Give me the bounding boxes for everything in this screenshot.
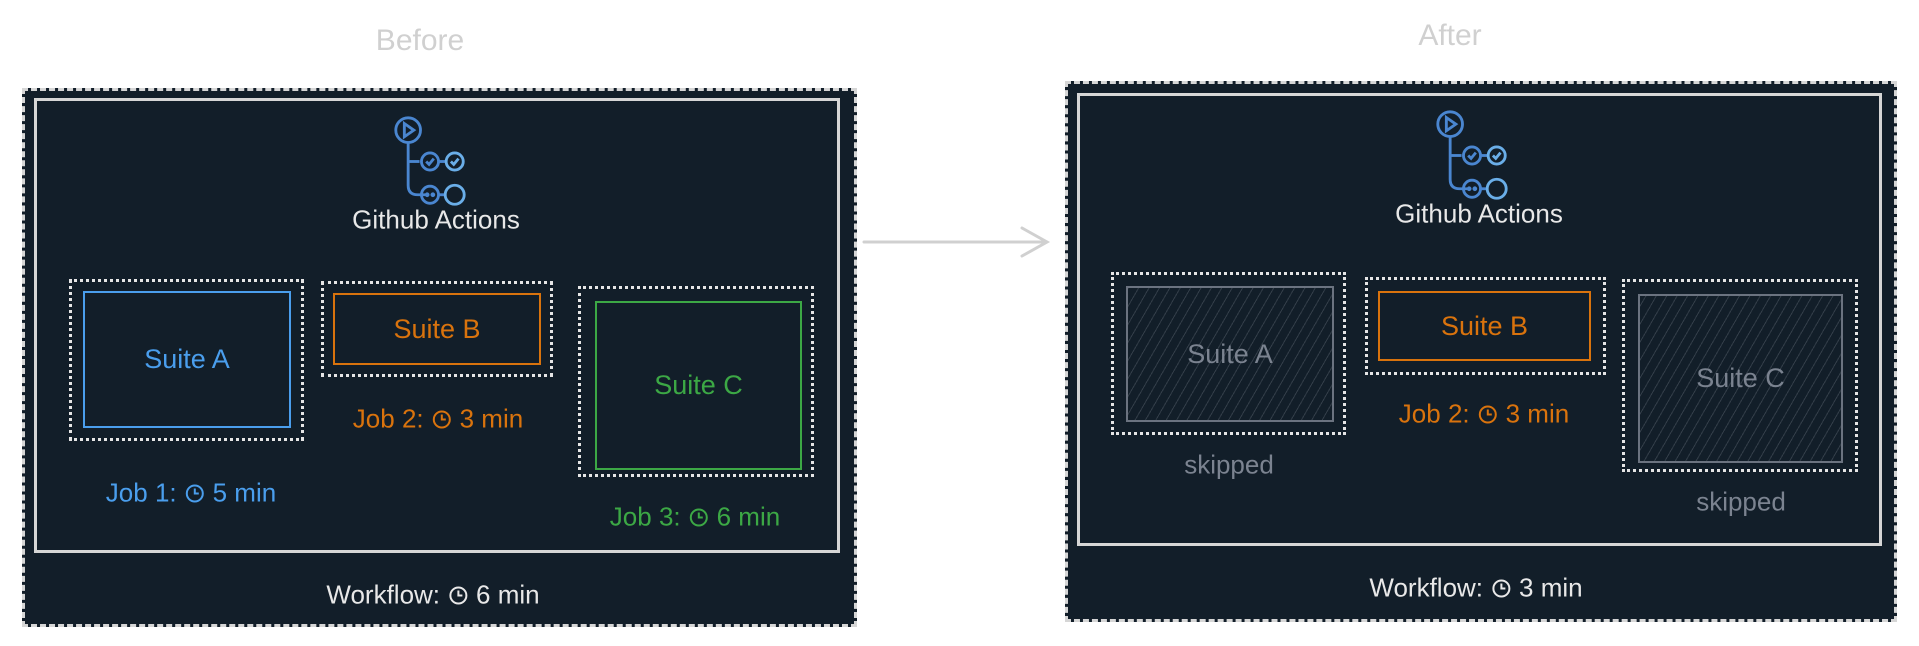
suite-b-box: Suite B: [333, 293, 541, 365]
workflow-duration: 6 min: [476, 579, 540, 610]
before-actions-container: [34, 98, 840, 553]
suite-c-group: [578, 286, 814, 477]
clock-icon: [1491, 578, 1511, 598]
clock-icon: [185, 483, 205, 503]
suite-a-status: skipped: [1184, 449, 1274, 480]
suite-c-box-skipped: Suite C: [1638, 294, 1843, 463]
workflow-name: Workflow:: [1369, 572, 1484, 603]
job-3-name: Job 3:: [609, 501, 681, 532]
job-2-duration: 3 min: [459, 403, 524, 434]
arrow-icon: [862, 226, 1051, 258]
job-1-duration: 5 min: [212, 477, 277, 508]
suite-a-group: [69, 279, 304, 441]
job-2-label: Job 2: 3 min: [1399, 399, 1569, 430]
after-panel: [1065, 81, 1897, 622]
after-header: Github Actions: [1395, 198, 1563, 229]
clock-icon: [432, 409, 452, 429]
suite-b-box: Suite B: [1378, 291, 1591, 361]
before-header: Github Actions: [352, 204, 520, 235]
after-title: After: [1418, 19, 1482, 52]
suite-c-status: skipped: [1696, 486, 1786, 517]
suite-a-label: Suite A: [144, 344, 230, 374]
suite-c-label: Suite C: [654, 370, 743, 400]
clock-icon: [448, 585, 468, 605]
before-panel: [22, 88, 857, 627]
workflow-name: Workflow:: [326, 579, 441, 610]
clock-icon: [1478, 404, 1498, 424]
github-actions-icon: [1434, 108, 1510, 203]
job-1-label: Job 1: 5 min: [106, 478, 276, 509]
suite-c-group: [1622, 279, 1858, 472]
job-2-name: Job 2:: [352, 403, 424, 434]
github-actions-icon: [392, 114, 468, 209]
suite-b-group: [321, 281, 553, 377]
job-3-label: Job 3: 6 min: [610, 502, 780, 533]
job-2-duration: 3 min: [1505, 398, 1570, 429]
after-actions-container: [1077, 93, 1882, 546]
job-2-label: Job 2: 3 min: [353, 404, 523, 435]
suite-c-label: Suite C: [1696, 363, 1785, 393]
before-workflow-label: Workflow: 6 min: [326, 580, 539, 611]
after-workflow-label: Workflow: 3 min: [1369, 573, 1582, 604]
job-1-name: Job 1:: [105, 477, 177, 508]
suite-b-label: Suite B: [1440, 310, 1529, 341]
workflow-duration: 3 min: [1519, 572, 1583, 603]
before-title: Before: [375, 24, 465, 57]
job-3-duration: 6 min: [716, 501, 781, 532]
clock-icon: [689, 507, 709, 527]
job-2-name: Job 2:: [1398, 398, 1470, 429]
suite-c-box: Suite C: [595, 301, 802, 470]
suite-a-box-skipped: Suite A: [1126, 286, 1334, 422]
suite-a-label: Suite A: [1187, 338, 1273, 369]
suite-b-label: Suite B: [393, 313, 481, 344]
suite-a-box: Suite A: [83, 291, 291, 428]
suite-a-group: [1111, 272, 1346, 435]
suite-b-group: [1365, 277, 1606, 375]
